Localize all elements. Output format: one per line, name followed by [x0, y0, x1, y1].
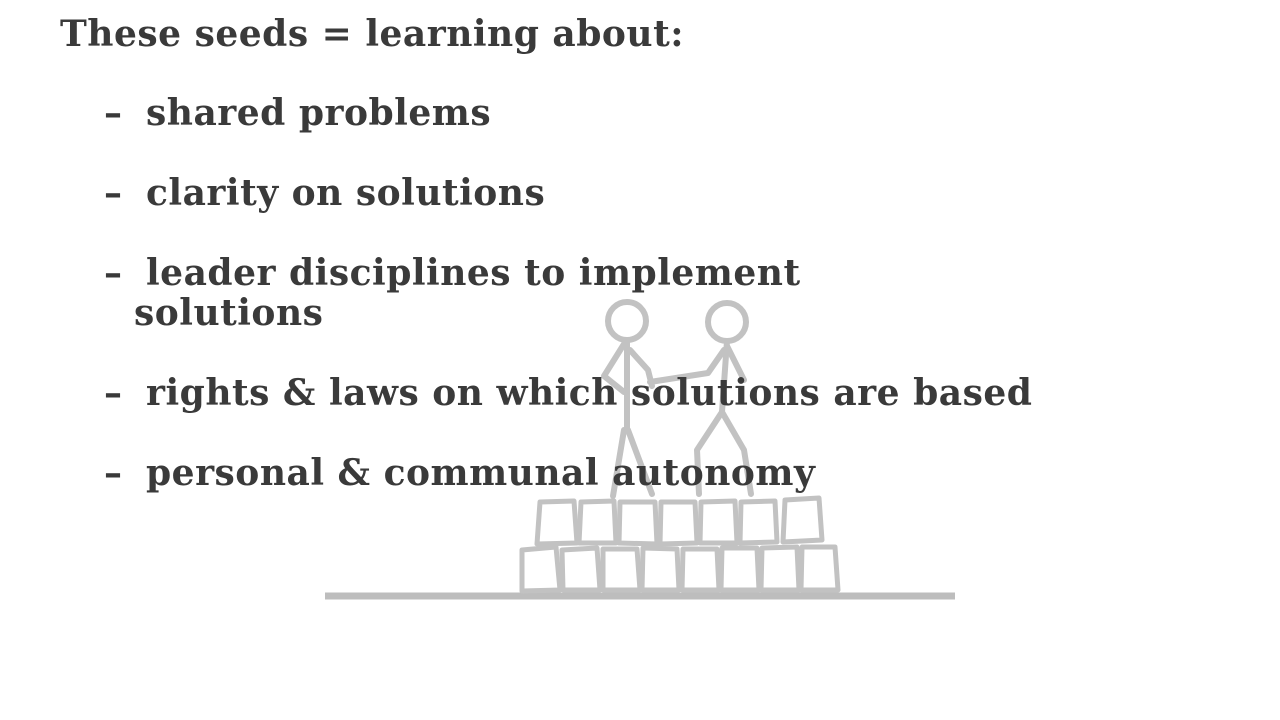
bullet-text: clarity on solutions — [146, 172, 546, 214]
bullet-text: leader disciplines to implement — [146, 252, 801, 294]
bullet-item: –leader disciplines to implement solutio… — [104, 253, 801, 333]
block-row-top — [534, 495, 825, 547]
bullet-item: –shared problems — [104, 93, 491, 133]
bullet-text: personal & communal autonomy — [146, 452, 816, 494]
bullet-dash: – — [104, 372, 123, 414]
bullet-text: rights & laws on which solutions are bas… — [146, 372, 1033, 414]
bullet-item: –clarity on solutions — [104, 173, 545, 213]
bullet-dash: – — [104, 252, 123, 294]
bullet-dash: – — [104, 92, 123, 134]
bullet-dash: – — [104, 452, 123, 494]
block-row-bottom — [519, 544, 841, 594]
bullet-dash: – — [104, 172, 123, 214]
bullet-item: –personal & communal autonomy — [104, 453, 815, 493]
stick-figure-right — [647, 300, 754, 497]
slide-heading: These seeds = learning about: — [60, 13, 685, 55]
bullet-text: shared problems — [146, 92, 492, 134]
bullet-item: –rights & laws on which solutions are ba… — [104, 373, 1032, 413]
bullet-text-continuation: solutions — [134, 292, 324, 334]
